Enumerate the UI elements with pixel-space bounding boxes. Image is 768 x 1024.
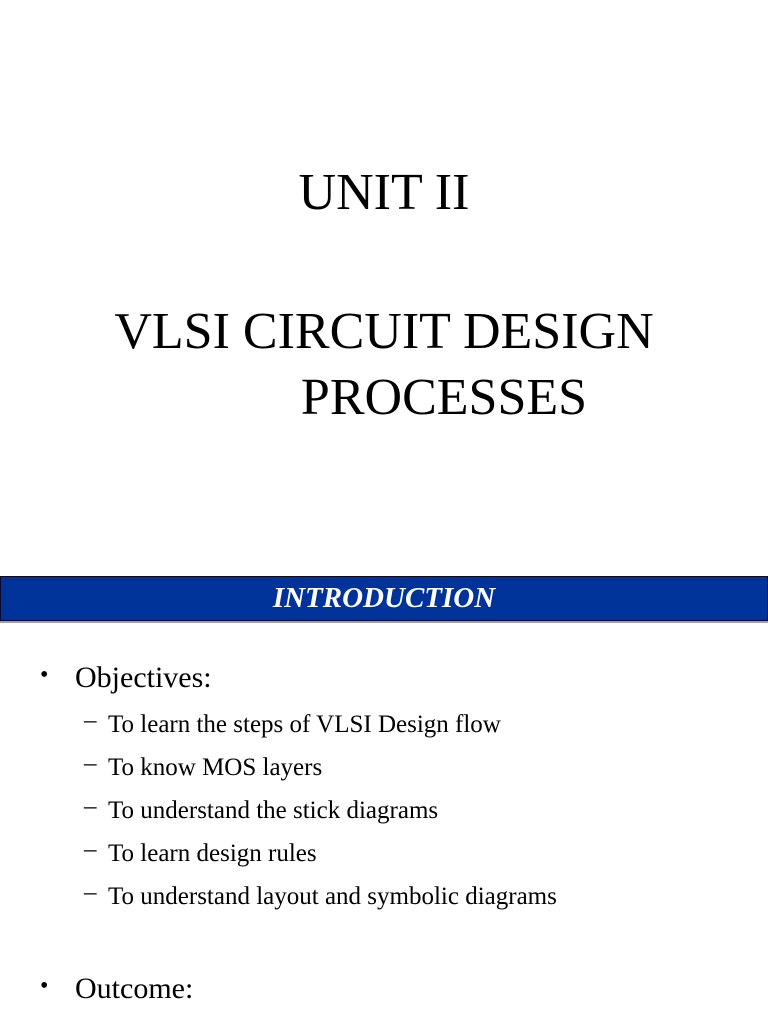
sub-bullet: – To understand layout and symbolic diag…: [84, 879, 557, 913]
dash-icon: –: [84, 836, 97, 863]
sub-bullet-text: To know MOS layers: [108, 754, 323, 781]
dash-icon: –: [84, 707, 97, 734]
dash-icon: –: [84, 750, 97, 777]
main-title-line-2: PROCESSES: [300, 369, 588, 426]
bullet-label: Objectives:: [75, 661, 212, 694]
banner-title: INTRODUCTION: [272, 582, 496, 614]
sub-bullet: – To learn design rules: [84, 836, 317, 870]
dash-icon: –: [84, 879, 97, 906]
sub-bullet: – To learn the steps of VLSI Design flow: [84, 707, 501, 741]
bullet-icon: •: [40, 662, 49, 688]
section-banner: INTRODUCTION: [0, 576, 768, 621]
dash-icon: –: [84, 793, 97, 820]
sub-bullet: – To understand the stick diagrams: [84, 793, 439, 827]
sub-bullet-text: To learn the steps of VLSI Design flow: [108, 711, 501, 738]
sub-bullet-text: To learn design rules: [108, 840, 317, 867]
sub-bullet-text: To understand the stick diagrams: [108, 797, 439, 824]
bullet-icon: •: [40, 973, 49, 999]
bullet-outcome: • Outcome:: [40, 971, 193, 1007]
bullet-objectives: • Objectives:: [40, 660, 212, 696]
bullet-label: Outcome:: [75, 972, 194, 1005]
sub-bullet-text: To understand layout and symbolic diagra…: [108, 883, 557, 910]
sub-bullet: – To know MOS layers: [84, 750, 323, 784]
main-title-line-1: VLSI CIRCUIT DESIGN: [114, 303, 654, 360]
unit-title: UNIT II: [298, 164, 470, 221]
